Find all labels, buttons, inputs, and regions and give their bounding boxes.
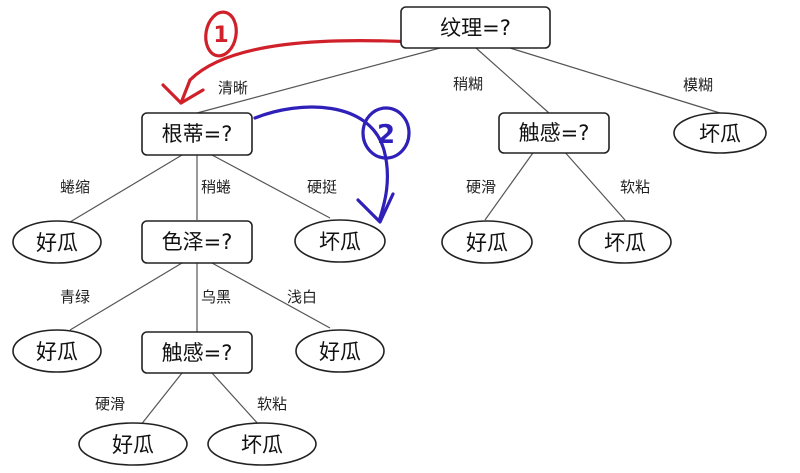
edge-label-qinglv: 青绿 — [60, 288, 90, 306]
node-se-qing: 好瓜 — [12, 329, 102, 373]
edge-label-qianbai: 浅白 — [287, 288, 317, 306]
node-qing-shao: 色泽=? — [141, 220, 253, 264]
node-qing-quan-label: 好瓜 — [36, 231, 78, 255]
node-root-qing: 根蒂=? — [141, 112, 253, 156]
node-wu-hua-label: 好瓜 — [112, 433, 154, 457]
edge-label-yingting: 硬挺 — [307, 178, 337, 196]
node-root-qing-label: 根蒂=? — [162, 122, 233, 146]
annotation-arrow-1: 1 — [161, 10, 417, 105]
edge-chu2-nian — [211, 372, 261, 427]
node-qing-ying-label: 坏瓜 — [319, 230, 361, 254]
annotation-arrow-2: 2 — [253, 105, 411, 224]
node-shao-nian: 坏瓜 — [578, 220, 672, 264]
arrowhead-red-icon — [161, 83, 205, 105]
node-wu-nian: 坏瓜 — [207, 422, 317, 466]
annotation-step-1: 1 — [213, 23, 228, 48]
edge-root-mo — [509, 47, 721, 114]
edge-root-qing — [196, 47, 441, 114]
node-root: 纹理=? — [400, 6, 551, 49]
node-shao-hua: 好瓜 — [441, 220, 533, 264]
node-root-mo: 坏瓜 — [673, 112, 767, 154]
edge-chu1-nian — [562, 149, 626, 221]
node-shao-hua-label: 好瓜 — [466, 231, 508, 255]
node-se-wu: 触感=? — [141, 331, 253, 374]
node-shao-nian-label: 坏瓜 — [604, 231, 646, 255]
edge-label-yinghua-2: 硬滑 — [95, 395, 125, 413]
node-wu-nian-label: 坏瓜 — [241, 433, 283, 457]
edge-se-qian — [211, 262, 331, 329]
node-root-label: 纹理=? — [440, 16, 511, 40]
node-root-shao-label: 触感=? — [519, 121, 590, 145]
node-se-qing-label: 好瓜 — [36, 340, 78, 364]
edge-label-qingxi: 清晰 — [218, 79, 248, 97]
arrowhead-blue-icon — [356, 192, 395, 224]
edge-label-mohu: 模糊 — [683, 76, 713, 94]
node-root-shao: 触感=? — [498, 112, 610, 154]
circle-blue-icon — [361, 106, 411, 160]
edge-root-shao — [475, 47, 550, 114]
edge-label-yinghua-1: 硬滑 — [466, 178, 496, 196]
node-wu-hua: 好瓜 — [78, 422, 188, 466]
edge-label-shaoquan: 稍蜷 — [201, 178, 231, 196]
node-se-qian-label: 好瓜 — [319, 340, 361, 364]
node-qing-shao-label: 色泽=? — [162, 230, 233, 254]
node-se-wu-label: 触感=? — [162, 341, 233, 365]
edge-label-ruannian-1: 软粘 — [620, 178, 650, 196]
tree-nodes: 纹理=? 根蒂=? 触感=? 坏瓜 好瓜 色泽=? 坏瓜 — [12, 6, 767, 466]
edge-label-shaohu: 稍糊 — [453, 75, 483, 93]
node-root-mo-label: 坏瓜 — [699, 122, 741, 146]
edge-gen-ying — [211, 154, 331, 219]
circle-red-icon — [204, 10, 238, 58]
edge-chu2-hua — [139, 372, 183, 427]
edge-label-wuhei: 乌黑 — [201, 288, 231, 306]
edge-gen-quan — [69, 154, 183, 223]
tree-edges — [69, 47, 721, 427]
edge-labels: 清晰 稍糊 模糊 蜷缩 稍蜷 硬挺 硬滑 软粘 青绿 乌黑 浅白 硬滑 软粘 — [60, 75, 713, 413]
edge-se-qing — [69, 262, 183, 331]
node-qing-ying: 坏瓜 — [294, 219, 386, 263]
node-se-qian: 好瓜 — [295, 329, 385, 373]
annotation-step-2: 2 — [377, 120, 395, 150]
edge-label-quansuo: 蜷缩 — [60, 178, 90, 196]
node-qing-quan: 好瓜 — [12, 220, 102, 264]
edge-chu1-hua — [484, 149, 536, 221]
edge-label-ruannian-2: 软粘 — [257, 395, 287, 413]
